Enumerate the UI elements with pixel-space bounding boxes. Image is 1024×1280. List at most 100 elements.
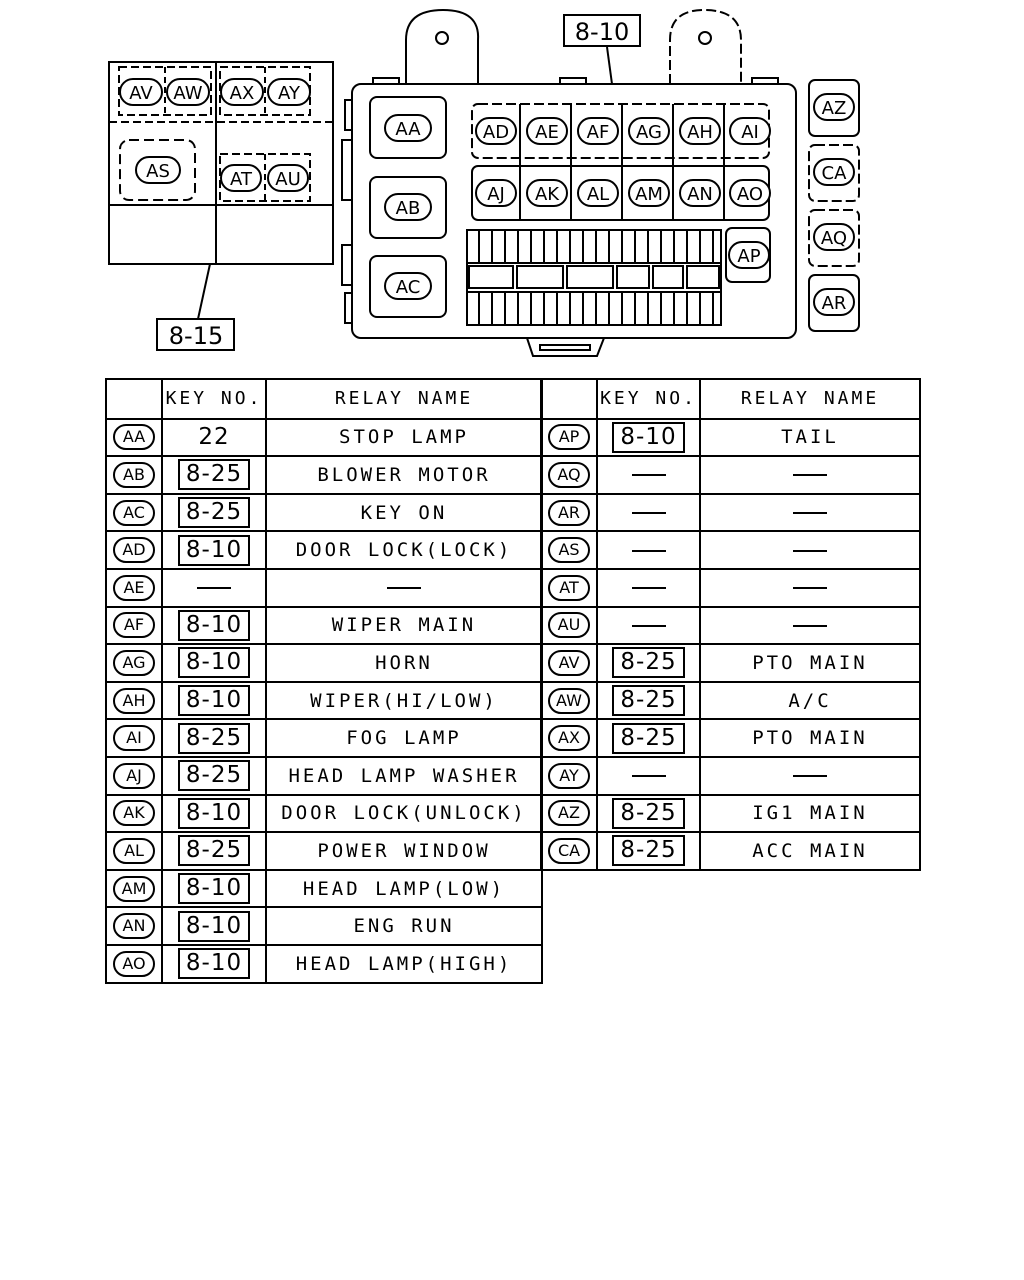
relay-code-label: AL (587, 184, 609, 205)
key-no-boxed: 8-25 (177, 760, 251, 792)
key-no-cell: 8-25 (161, 492, 267, 533)
key-no-cell: 8-25 (596, 831, 701, 871)
relay-name-cell (699, 605, 921, 646)
relay-code-pill (577, 117, 619, 145)
key-no-empty-dash (631, 549, 666, 552)
relay-row-ay: AY (540, 755, 921, 796)
key-no-cell (161, 567, 267, 608)
key-no-cell (596, 567, 701, 608)
relay-code-cell: AV (540, 643, 598, 683)
relay-code-pill (220, 78, 264, 106)
relay-code-badge: AU (548, 612, 590, 639)
relay-code-badge: AP (548, 424, 590, 451)
relay-name-empty-dash (793, 775, 827, 778)
relay-code-cell: AP (540, 417, 598, 458)
relay-code-label: AB (396, 198, 421, 219)
key-no-empty-dash (631, 587, 666, 590)
relay-name-empty-dash (387, 587, 421, 590)
relay-code-badge: AA (113, 424, 155, 451)
relay-name-cell: HEAD LAMP(HIGH) (265, 943, 543, 984)
key-no-cell: 8-25 (596, 643, 701, 683)
relay-code-cell: AQ (540, 455, 598, 495)
relay-name-cell: WIPER MAIN (265, 605, 543, 646)
relay-code-badge: AJ (113, 762, 155, 789)
relay-name-cell (699, 455, 921, 495)
relay-row-at: AT (540, 567, 921, 608)
relay-code-pill (475, 117, 517, 145)
key-no-cell: 8-10 (161, 680, 267, 721)
relay-name-cell: ENG RUN (265, 906, 543, 946)
relay-code-cell: AJ (105, 755, 163, 796)
relay-code-badge: AO (113, 950, 155, 977)
relay-code-cell: AT (540, 567, 598, 608)
relay-code-cell: AK (105, 793, 163, 834)
relay-code-pill (384, 193, 432, 221)
relay-code-badge: AY (548, 762, 590, 789)
key-no-boxed: 8-25 (177, 835, 251, 867)
key-no-boxed: 8-25 (177, 497, 251, 529)
relay-code-pill (628, 179, 670, 207)
relay-code-cell: AW (540, 680, 598, 721)
relay-code-badge: AE (113, 574, 155, 601)
relay-row-au: AU (540, 605, 921, 646)
relay-code-label: AQ (821, 228, 847, 249)
relay-name-empty-dash (793, 474, 827, 477)
key-no-boxed: 8-25 (177, 459, 251, 491)
header-relay-name: RELAY NAME (699, 378, 921, 420)
relay-code-pill (813, 158, 855, 186)
key-no-cell: 22 (161, 417, 267, 458)
relay-name-cell: PTO MAIN (699, 643, 921, 683)
relay-code-cell: AG (105, 643, 163, 683)
relay-name-empty-dash (793, 512, 827, 515)
relay-code-badge: AK (113, 800, 155, 827)
relay-code-label: AP (737, 246, 760, 267)
callout-8-10: 8-10 (563, 14, 641, 47)
relay-code-pill (728, 241, 770, 269)
key-no-boxed: 8-25 (612, 835, 685, 867)
relay-code-label: AS (146, 161, 170, 182)
relay-code-badge: AR (548, 499, 590, 526)
relay-code-cell: AR (540, 492, 598, 533)
relay-name-cell: HEAD LAMP WASHER (265, 755, 543, 796)
header-code-blank (105, 378, 163, 420)
key-no-boxed: 8-10 (612, 421, 685, 453)
relay-name-cell: DOOR LOCK(LOCK) (265, 530, 543, 570)
key-no-empty-dash (631, 775, 666, 778)
relay-row-aq: AQ (540, 455, 921, 495)
relay-code-label: AK (535, 184, 560, 205)
relay-code-pill (475, 179, 517, 207)
relay-code-label: AJ (487, 184, 505, 205)
relay-code-label: AW (173, 83, 202, 104)
relay-code-cell: AF (105, 605, 163, 646)
key-no-boxed: 8-10 (177, 797, 251, 829)
key-no-cell: 8-10 (161, 643, 267, 683)
relay-name-cell: TAIL (699, 417, 921, 458)
relay-code-pill (577, 179, 619, 207)
relay-code-label: AH (687, 122, 713, 143)
relay-name-empty-dash (793, 549, 827, 552)
key-no-boxed: 8-10 (177, 534, 251, 566)
relay-name-cell: A/C (699, 680, 921, 721)
key-no-cell: 8-10 (161, 943, 267, 984)
key-no-boxed: 8-10 (177, 685, 251, 717)
relay-code-badge: AM (113, 875, 155, 902)
key-no-cell (596, 530, 701, 570)
relay-code-cell: AX (540, 718, 598, 758)
relay-code-pill (628, 117, 670, 145)
relay-code-badge: AD (113, 537, 155, 564)
relay-name-cell: HORN (265, 643, 543, 683)
key-no-cell: 8-25 (161, 831, 267, 871)
relay-row-ar: AR (540, 492, 921, 533)
relay-code-pill (526, 179, 568, 207)
